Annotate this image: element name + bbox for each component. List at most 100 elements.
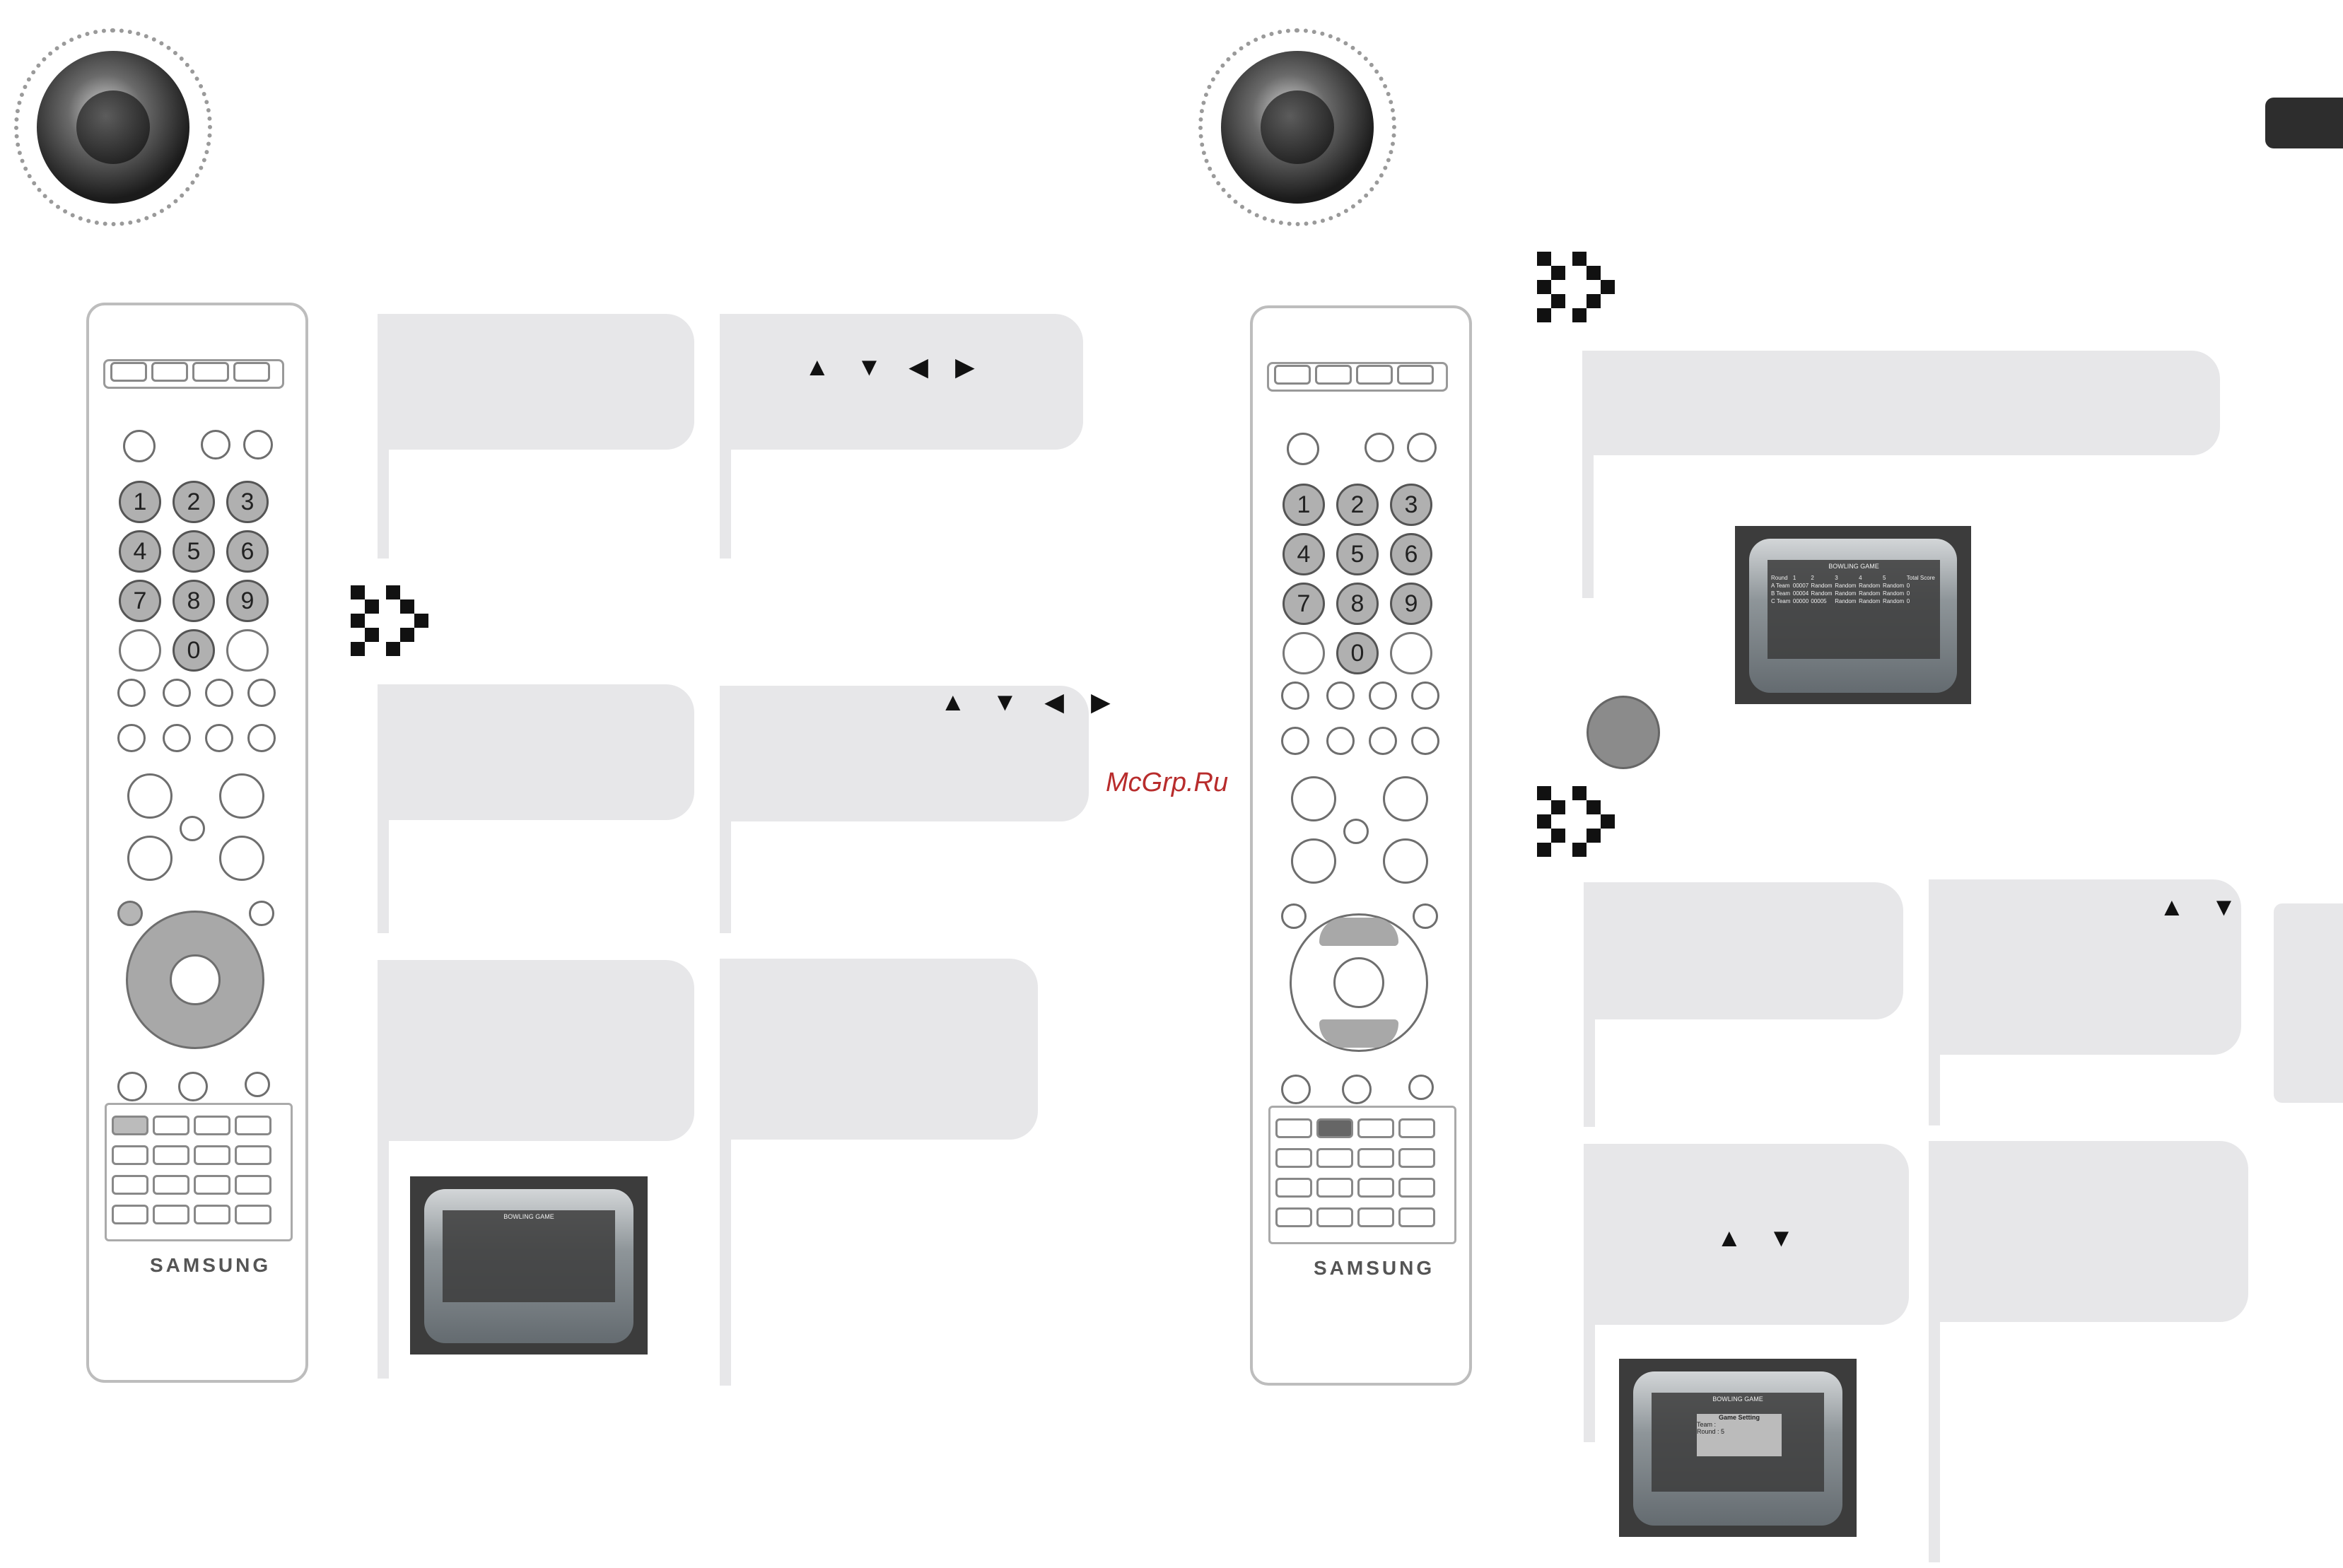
key-7[interactable]: 7	[1282, 583, 1325, 625]
key-8[interactable]: 8	[1336, 583, 1379, 625]
key-1[interactable]: 1	[119, 481, 161, 523]
callout-box	[1584, 1144, 1909, 1325]
tuning-down-button[interactable]	[219, 836, 264, 881]
key-blank-right[interactable]	[226, 629, 269, 672]
tuning-up-button[interactable]	[219, 773, 264, 819]
eject-button[interactable]	[1365, 433, 1394, 462]
top-right-button[interactable]	[243, 430, 273, 460]
info-button[interactable]	[1281, 1075, 1311, 1104]
key-0[interactable]: 0	[173, 629, 215, 672]
volume-down-button[interactable]	[127, 836, 173, 881]
brand-logo: SAMSUNG	[1314, 1257, 1435, 1279]
volume-up-button[interactable]	[1291, 776, 1336, 821]
pause-button[interactable]	[205, 679, 233, 707]
arrow-keys-glyphs: ▲ ▼	[1717, 1223, 1804, 1252]
key-blank-left[interactable]	[119, 629, 161, 672]
callout-box	[720, 314, 1083, 450]
tuning-down-button[interactable]	[1383, 838, 1428, 884]
tuning-up-button[interactable]	[1383, 776, 1428, 821]
callout-box	[378, 684, 694, 820]
blank-button[interactable]	[1326, 681, 1355, 710]
eject-button[interactable]	[201, 430, 230, 460]
key-6[interactable]: 6	[1390, 533, 1432, 575]
skip-back-button[interactable]	[117, 679, 146, 707]
key-1[interactable]: 1	[1282, 484, 1325, 526]
menu-button[interactable]	[1281, 903, 1307, 929]
speaker-graphic-right	[1184, 14, 1410, 240]
fast-forward-button[interactable]	[247, 724, 276, 752]
callout-box	[1584, 882, 1903, 1019]
key-2[interactable]: 2	[173, 481, 215, 523]
key-4[interactable]: 4	[1282, 533, 1325, 575]
exit-button[interactable]	[1408, 1075, 1434, 1100]
nav-down-highlight	[1319, 1019, 1398, 1048]
callout-box	[1929, 1141, 2248, 1322]
key-8[interactable]: 8	[173, 580, 215, 622]
brand-logo: SAMSUNG	[150, 1254, 271, 1276]
stop-button[interactable]	[1326, 727, 1355, 755]
key-6[interactable]: 6	[226, 530, 269, 573]
mute-button[interactable]	[1343, 819, 1369, 844]
arrow-keys-glyphs: ▲ ▼ ◀ ▶	[805, 352, 985, 381]
play-button[interactable]	[1369, 727, 1397, 755]
pause-button[interactable]	[1369, 681, 1397, 710]
skip-forward-button[interactable]	[1411, 681, 1439, 710]
callout-box	[378, 960, 694, 1141]
key-9[interactable]: 9	[226, 580, 269, 622]
callout-box	[720, 959, 1038, 1140]
top-right-button[interactable]	[1407, 433, 1437, 462]
tv-screen-game-setting: BOWLING GAME Game Setting Team : Round :…	[1619, 1359, 1857, 1537]
mode-button[interactable]	[1342, 1075, 1372, 1104]
remote-control-right: 1 2 3 4 5 6 7 8 9 0 SAMSUNG	[1250, 305, 1472, 1386]
callout-box	[1582, 351, 2220, 455]
key-3[interactable]: 3	[1390, 484, 1432, 526]
info-button[interactable]	[117, 1072, 147, 1101]
volume-down-button[interactable]	[1291, 838, 1336, 884]
power-button[interactable]	[123, 430, 156, 462]
callout-box	[1929, 879, 2241, 1055]
key-5[interactable]: 5	[173, 530, 215, 573]
rewind-button[interactable]	[1281, 727, 1309, 755]
exit-button[interactable]	[245, 1072, 270, 1097]
page-tab-light	[2274, 903, 2343, 1103]
key-9[interactable]: 9	[1390, 583, 1432, 625]
arrow-keys-glyphs: ▲ ▼ ◀ ▶	[940, 687, 1121, 716]
fast-forward-button[interactable]	[1411, 727, 1439, 755]
skip-back-button[interactable]	[1281, 681, 1309, 710]
enter-button[interactable]	[170, 954, 221, 1005]
mute-button[interactable]	[180, 816, 205, 841]
key-5[interactable]: 5	[1336, 533, 1379, 575]
watermark-text: McGrp.Ru	[1106, 768, 1229, 797]
power-button[interactable]	[1287, 433, 1319, 465]
key-blank-left[interactable]	[1282, 632, 1325, 674]
mode-button[interactable]	[178, 1072, 208, 1101]
speaker-graphic-left	[0, 14, 226, 240]
skip-forward-button[interactable]	[247, 679, 276, 707]
stop-button[interactable]	[163, 724, 191, 752]
volume-up-button[interactable]	[127, 773, 173, 819]
key-7[interactable]: 7	[119, 580, 161, 622]
return-button[interactable]	[249, 901, 274, 926]
key-3[interactable]: 3	[226, 481, 269, 523]
bowling-title: BOWLING GAME	[1828, 563, 1879, 570]
rewind-button[interactable]	[117, 724, 146, 752]
key-0[interactable]: 0	[1336, 632, 1379, 674]
key-2[interactable]: 2	[1336, 484, 1379, 526]
enter-button[interactable]	[1333, 957, 1384, 1008]
blank-button[interactable]	[163, 679, 191, 707]
play-button[interactable]	[205, 724, 233, 752]
step-chevron-icon	[351, 585, 436, 656]
menu-button[interactable]	[117, 901, 143, 926]
callout-box	[720, 686, 1089, 821]
return-button[interactable]	[1413, 903, 1438, 929]
bowling-title: BOWLING GAME	[1712, 1396, 1763, 1403]
remote-control-left: 1 2 3 4 5 6 7 8 9 0 SAMSUNG	[86, 303, 308, 1383]
tv-screen-bowling: BOWLING GAME	[410, 1176, 648, 1355]
step-chevron-icon	[1537, 252, 1622, 322]
key-blank-right[interactable]	[1390, 632, 1432, 674]
key-4[interactable]: 4	[119, 530, 161, 573]
